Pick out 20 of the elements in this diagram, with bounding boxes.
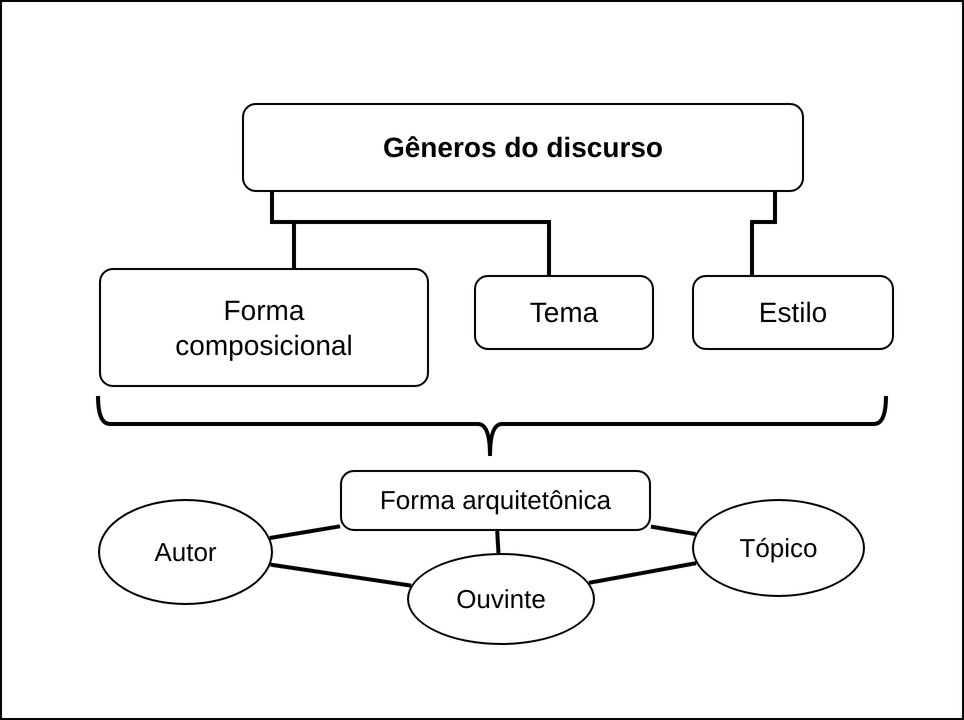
node-label: Autor <box>153 536 218 568</box>
connector-line <box>270 524 340 540</box>
connector-line <box>750 192 777 275</box>
connector-line <box>650 524 696 536</box>
node-label: Forma arquitetônica <box>378 484 612 517</box>
node-label: Tópico <box>738 532 819 564</box>
connector-line <box>588 561 697 585</box>
connector-line <box>495 530 500 554</box>
node-label: Gêneros do discurso <box>382 131 664 165</box>
concept-box <box>692 275 894 350</box>
node-label: Estilo <box>758 296 828 330</box>
concept-box <box>474 275 654 350</box>
node-label: Tema <box>528 296 600 330</box>
concept-box <box>99 268 429 387</box>
concept-box <box>340 470 651 531</box>
connector-line <box>270 562 412 588</box>
node-label: Ouvinte <box>455 582 547 616</box>
node-label: Forma composicional <box>174 294 354 362</box>
connector-line <box>270 192 551 275</box>
title-box <box>242 103 804 192</box>
